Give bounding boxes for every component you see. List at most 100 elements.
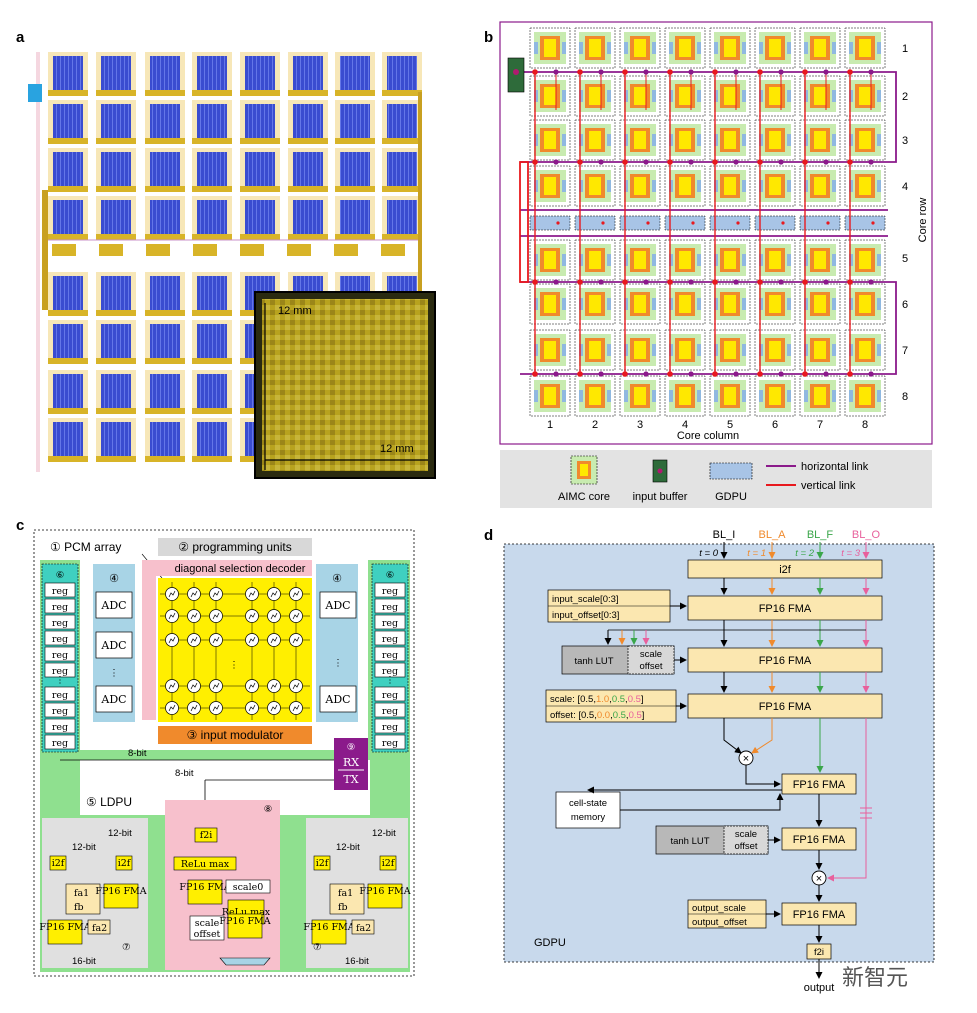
col-label: 7 [817, 419, 823, 431]
aimc-core-adc-l [714, 344, 718, 356]
i2f-label-d: i2f [779, 564, 792, 576]
link-node-purple [553, 371, 559, 377]
layout-core-pcm [53, 276, 83, 312]
pcm-resistor [168, 636, 176, 644]
gdpu-layout-block [146, 244, 170, 256]
link-node-purple [598, 159, 604, 165]
aimc-core-yellow [859, 39, 871, 57]
layout-core-bus [382, 90, 422, 96]
reg-cell [374, 598, 406, 614]
layout-core-bus [145, 456, 185, 462]
aimc-core-adc-l [849, 180, 853, 192]
layout-core-pcm [387, 104, 417, 140]
core-boundary [33, 529, 415, 977]
legend-buffer-dot [657, 468, 663, 474]
aimc-core-yellow [634, 131, 646, 149]
fma-label: FP16 FMA [39, 922, 90, 933]
tanh-lut-label-1: tanh LUT [574, 656, 613, 667]
d-inputs: BL_It = 0BL_At = 1BL_Ft = 2BL_Ot = 3 [699, 529, 880, 559]
gdpu-block [574, 215, 616, 231]
aimc-core-adc-r [562, 134, 566, 146]
aimc-core-adc-r [877, 254, 881, 266]
aimc-core-yellow [724, 87, 736, 105]
gdpu-block [619, 215, 661, 231]
bits16-right: 16-bit [345, 956, 369, 967]
aimc-core-adc-r [652, 390, 656, 402]
col-label: 2 [592, 419, 598, 431]
aimc-core-adc-r [832, 298, 836, 310]
aimc-core-yellow [814, 387, 826, 405]
aimc-core-yellow [724, 177, 736, 195]
layout-core-pcm [197, 324, 227, 360]
layout-core-pcm [245, 56, 275, 92]
fma-6-label: FP16 FMA [793, 909, 846, 921]
row-label: 5 [902, 253, 908, 265]
link-node-red [622, 371, 628, 377]
aimc-core-adc-r [877, 298, 881, 310]
fa2-label: fa2 [356, 923, 371, 934]
pcm-resistor [248, 590, 256, 598]
panel-d-letter: d [484, 527, 493, 544]
aimc-core-adc-r [607, 90, 611, 102]
aimc-core-adc-l [579, 298, 583, 310]
layout-core-bus [145, 234, 185, 240]
aimc-core-adc-r [742, 90, 746, 102]
aimc-core-adc-r [652, 42, 656, 54]
pcm-resistor [190, 612, 198, 620]
vector-value: 0.5 [613, 710, 626, 721]
aimc-core-yellow [634, 387, 646, 405]
link-node-red [712, 159, 718, 165]
vector-value: 0.0 [597, 710, 610, 721]
reg-label: reg [382, 602, 398, 613]
reg-ellipsis: ⋮ [385, 675, 395, 686]
time-label: t = 3 [841, 548, 860, 559]
link-node-purple [778, 279, 784, 285]
aimc-core-adc-r [787, 180, 791, 192]
aimc-core-adc-l [534, 90, 538, 102]
gdpu-layout-block [287, 244, 311, 256]
link-node-purple [778, 159, 784, 165]
aimc-core-adc-l [624, 390, 628, 402]
reg-label: reg [382, 586, 398, 597]
input-modulator-box [158, 726, 312, 744]
aimc-core-adc-l [624, 180, 628, 192]
aimc-core-yellow [814, 341, 826, 359]
adc-ellipsis-right: ⋮ [333, 658, 343, 669]
reg-label: reg [382, 722, 398, 733]
gdpu-dot [736, 221, 740, 225]
vector-close: ] [641, 694, 644, 705]
f2i-label: f2i [200, 830, 213, 841]
aimc-core-adc-l [759, 42, 763, 54]
reg-label: reg [382, 618, 398, 629]
aimc-core-adc-l [534, 344, 538, 356]
reg-cell [44, 734, 76, 750]
gdpu-dot [646, 221, 650, 225]
fb-label: fb [338, 902, 348, 913]
layout-core-bus [288, 138, 328, 144]
lane-a-to-mult [751, 718, 773, 754]
aimc-core-adc-r [742, 254, 746, 266]
aimc-core-yellow [769, 387, 781, 405]
fa2-box [351, 919, 375, 935]
aimc-core-yellow [769, 295, 781, 313]
vector-value: 0.5 [580, 694, 593, 705]
aimc-core-adc-l [669, 390, 673, 402]
layout-core-pcm [197, 374, 227, 410]
aimc-core-yellow [769, 87, 781, 105]
adc-label: ADC [100, 639, 126, 652]
col-label: 1 [547, 419, 553, 431]
time-label: t = 2 [795, 548, 814, 559]
aimc-core-adc-r [832, 134, 836, 146]
layout-core-bus [48, 186, 88, 192]
aimc-core-adc-r [787, 254, 791, 266]
aimc-core-adc-r [562, 42, 566, 54]
decoder-label: diagonal selection decoder [175, 563, 306, 575]
pcm-resistor [270, 704, 278, 712]
link-node-purple [553, 69, 559, 75]
aimc-core-adc-r [742, 390, 746, 402]
power-rail [418, 92, 422, 312]
reg-label: reg [382, 634, 398, 645]
aimc-core-adc-r [787, 298, 791, 310]
link-node-red [667, 371, 673, 377]
link-node-purple [643, 279, 649, 285]
